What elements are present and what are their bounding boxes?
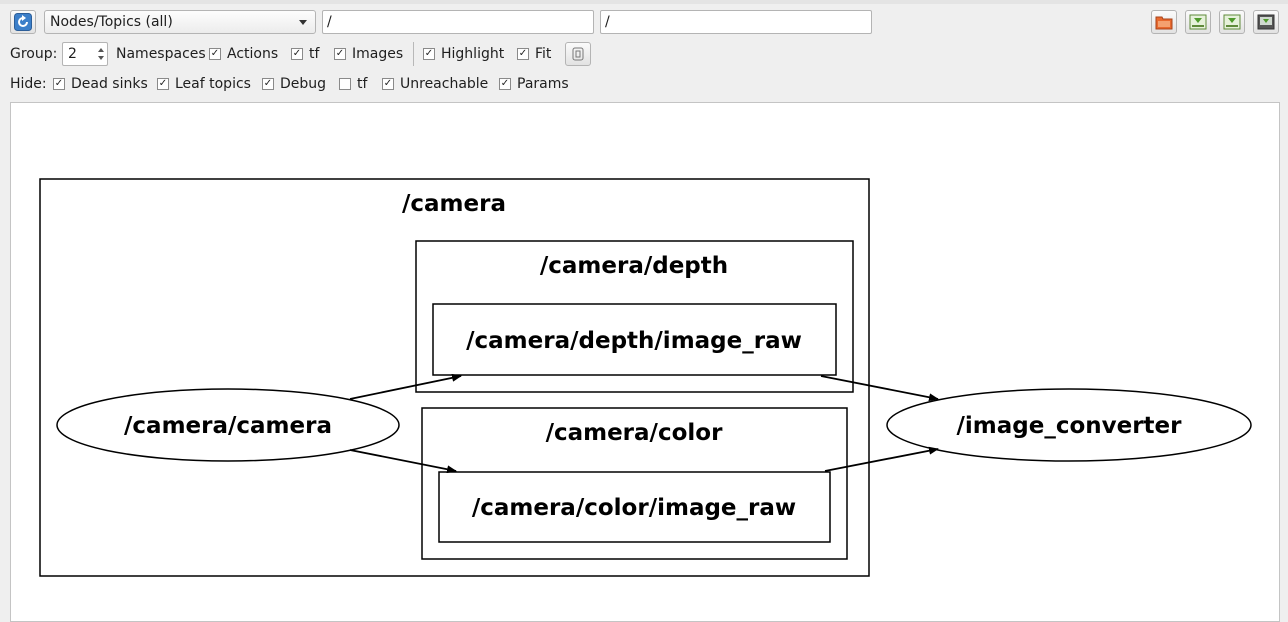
graph-canvas[interactable]: /camera /camera/depth /camera/depth/imag… xyxy=(10,102,1280,622)
node-image-converter-label: /image_converter xyxy=(956,413,1182,439)
node-camera-camera[interactable] xyxy=(56,388,400,462)
hide-bar: Hide: ✓ Dead sinks ✓ Leaf topics ✓ Debug… xyxy=(0,72,1288,98)
params-label: Params xyxy=(517,76,569,92)
refresh-icon xyxy=(14,13,32,31)
debug-checkbox[interactable]: ✓ xyxy=(262,78,274,90)
cluster-camera-label: /camera xyxy=(402,191,506,217)
title-strip xyxy=(0,0,1288,4)
tf-label: tf xyxy=(309,46,320,62)
node-image-converter[interactable] xyxy=(886,388,1252,462)
params-checkbox[interactable]: ✓ xyxy=(499,78,511,90)
options-separator xyxy=(413,42,414,66)
options-bar: Group: 2 Namespaces ✓ Actions ✓ tf ✓ Ima… xyxy=(0,40,1288,68)
spin-up-icon[interactable] xyxy=(98,48,104,52)
cluster-camera-box[interactable] xyxy=(39,178,870,577)
view-mode-select[interactable]: Nodes/Topics (all) xyxy=(44,10,316,34)
cluster-color-label: /camera/color xyxy=(546,420,724,446)
actions-checkbox[interactable]: ✓ xyxy=(209,48,221,60)
cluster-color-box[interactable] xyxy=(421,407,848,560)
view-mode-value: Nodes/Topics (all) xyxy=(50,14,173,30)
save-dot-button[interactable] xyxy=(1185,10,1211,34)
edge-depth-image-to-converter[interactable] xyxy=(820,375,939,402)
topic-depth-image-raw-label: /camera/depth/image_raw xyxy=(466,328,802,354)
save-image-button[interactable] xyxy=(1253,10,1279,34)
hide-label: Hide: xyxy=(10,76,47,92)
dead-sinks-label: Dead sinks xyxy=(71,76,148,92)
group-value: 2 xyxy=(68,46,77,62)
node-camera-camera-label: /camera/camera xyxy=(124,413,332,439)
node-filter-input[interactable] xyxy=(322,10,594,34)
save-svg-icon xyxy=(1223,14,1241,30)
fit-view-icon xyxy=(572,47,584,61)
hide-tf-label: tf xyxy=(357,76,368,92)
screenshot-icon xyxy=(1257,14,1275,30)
edge-camera-to-depth-image[interactable] xyxy=(349,373,462,400)
namespaces-label: Namespaces xyxy=(116,46,206,62)
fit-label: Fit xyxy=(535,46,552,62)
load-dot-button[interactable] xyxy=(1151,10,1177,34)
actions-label: Actions xyxy=(227,46,279,62)
toolbar: Nodes/Topics (all) xyxy=(0,8,1288,38)
edge-color-image-to-converter[interactable] xyxy=(824,446,939,472)
save-dot-icon xyxy=(1189,14,1207,30)
chevron-down-icon xyxy=(299,20,307,25)
images-checkbox[interactable]: ✓ xyxy=(334,48,346,60)
fit-in-view-button[interactable] xyxy=(565,42,591,66)
unreachable-checkbox[interactable]: ✓ xyxy=(382,78,394,90)
topic-color-image-raw[interactable] xyxy=(438,471,831,543)
spin-down-icon[interactable] xyxy=(98,56,104,60)
fit-checkbox[interactable]: ✓ xyxy=(517,48,529,60)
images-label: Images xyxy=(352,46,404,62)
leaf-topics-label: Leaf topics xyxy=(175,76,251,92)
topic-filter-input[interactable] xyxy=(600,10,872,34)
highlight-label: Highlight xyxy=(441,46,505,62)
cluster-depth-label: /camera/depth xyxy=(540,253,728,279)
leaf-topics-checkbox[interactable]: ✓ xyxy=(157,78,169,90)
topic-depth-image-raw[interactable] xyxy=(432,303,837,376)
topic-color-image-raw-label: /camera/color/image_raw xyxy=(472,495,796,521)
save-svg-button[interactable] xyxy=(1219,10,1245,34)
edge-camera-to-color-image[interactable] xyxy=(349,449,457,474)
unreachable-label: Unreachable xyxy=(400,76,489,92)
refresh-button[interactable] xyxy=(10,10,36,34)
dead-sinks-checkbox[interactable]: ✓ xyxy=(53,78,65,90)
debug-label: Debug xyxy=(280,76,327,92)
tf-checkbox[interactable]: ✓ xyxy=(291,48,303,60)
hide-tf-checkbox[interactable] xyxy=(339,78,351,90)
graph-svg: /camera /camera/depth /camera/depth/imag… xyxy=(39,178,1252,577)
group-label: Group: xyxy=(10,46,58,62)
highlight-checkbox[interactable]: ✓ xyxy=(423,48,435,60)
group-spinbox[interactable]: 2 xyxy=(62,42,108,66)
cluster-depth-box[interactable] xyxy=(415,240,854,393)
open-folder-icon xyxy=(1155,16,1173,30)
